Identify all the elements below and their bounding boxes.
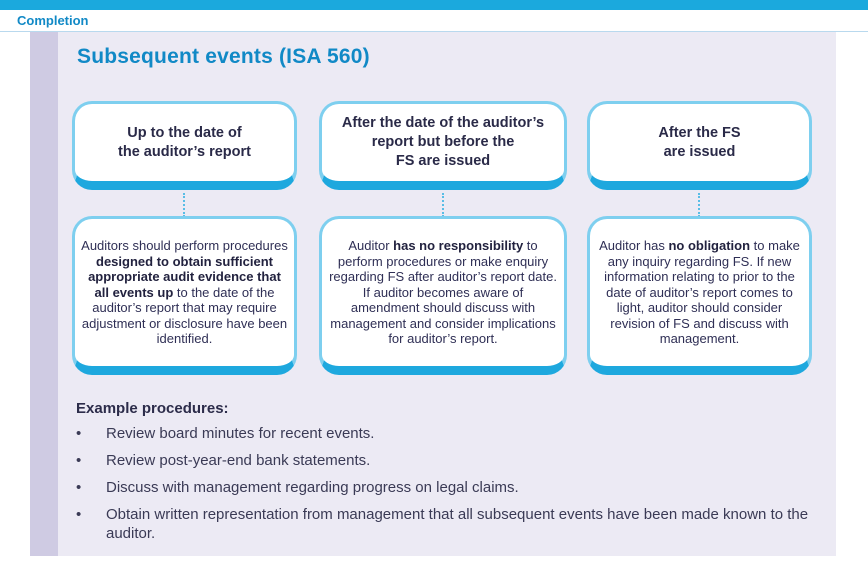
emphasis-text: no obligation bbox=[668, 237, 751, 253]
bullet-icon: • bbox=[76, 479, 82, 496]
header-divider bbox=[0, 31, 868, 32]
top-accent-bar bbox=[0, 0, 868, 10]
example-procedures-title: Example procedures: bbox=[76, 400, 229, 417]
bullet-icon: • bbox=[76, 425, 82, 442]
bullet-icon: • bbox=[76, 452, 82, 469]
emphasis-text: has no responsibility bbox=[393, 237, 524, 253]
detail-box-after-report: Auditor has no responsibility to perform… bbox=[319, 216, 567, 375]
side-strip bbox=[30, 32, 58, 556]
bullet-icon: • bbox=[76, 506, 82, 523]
detail-text: Auditors should perform procedures desig… bbox=[81, 237, 288, 347]
connector-line bbox=[183, 193, 185, 217]
example-procedures-list: •Review board minutes for recent events.… bbox=[76, 424, 816, 551]
detail-box-up-to-report: Auditors should perform procedures desig… bbox=[72, 216, 297, 375]
list-item: •Obtain written representation from mana… bbox=[76, 506, 809, 542]
connector-line bbox=[442, 193, 444, 217]
list-item: •Discuss with management regarding progr… bbox=[76, 479, 519, 496]
chapter-label: Completion bbox=[17, 13, 89, 28]
list-item: •Review post-year-end bank statements. bbox=[76, 452, 371, 469]
emphasis-text: designed to obtain sufficient appropriat… bbox=[88, 253, 281, 300]
list-item: •Review board minutes for recent events. bbox=[76, 425, 375, 442]
detail-box-after-fs-issued: Auditor has no obligation to make any in… bbox=[587, 216, 812, 375]
page-title: Subsequent events (ISA 560) bbox=[77, 45, 370, 68]
detail-text: Auditor has no obligation to make any in… bbox=[599, 237, 800, 347]
detail-text: Auditor has no responsibility to perform… bbox=[329, 237, 557, 347]
connector-line bbox=[698, 193, 700, 217]
